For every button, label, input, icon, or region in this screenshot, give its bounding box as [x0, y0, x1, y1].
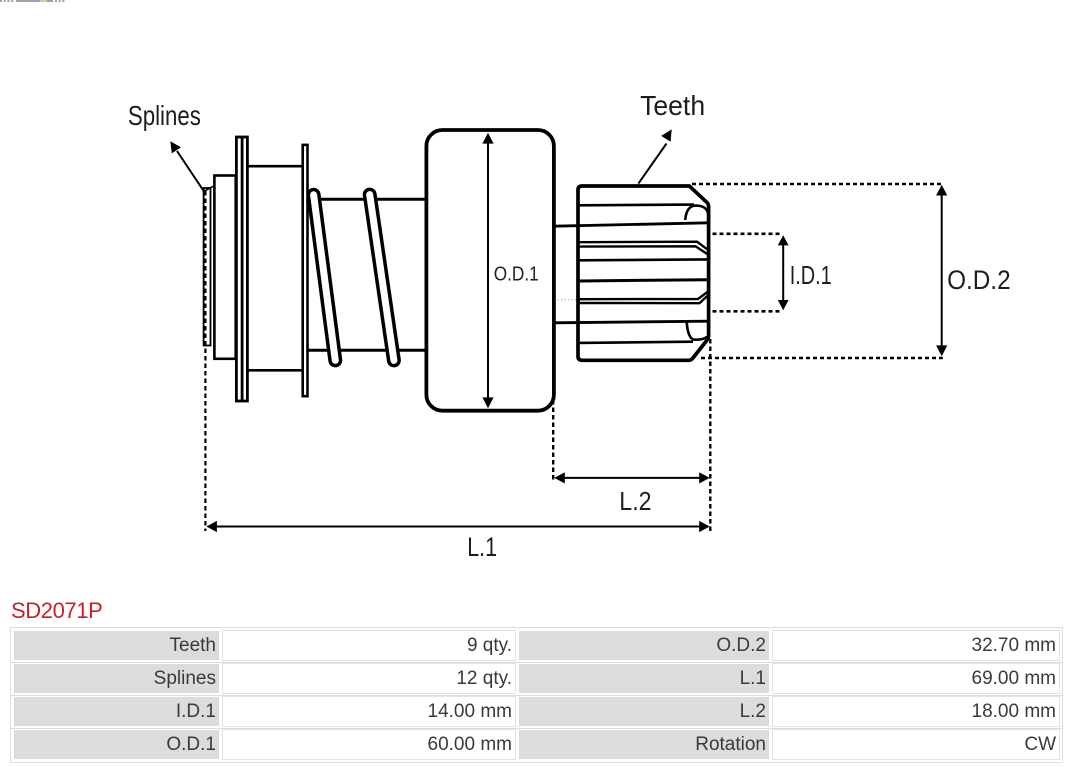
svg-text:L.1: L.1	[467, 532, 497, 562]
svg-text:I.D.1: I.D.1	[790, 262, 832, 290]
svg-text:O.D.1: O.D.1	[494, 263, 539, 286]
svg-text:O.D.2: O.D.2	[947, 265, 1011, 295]
svg-text:Teeth: Teeth	[640, 90, 705, 121]
svg-text:L.2: L.2	[619, 486, 651, 516]
svg-text:Splines: Splines	[128, 100, 201, 131]
